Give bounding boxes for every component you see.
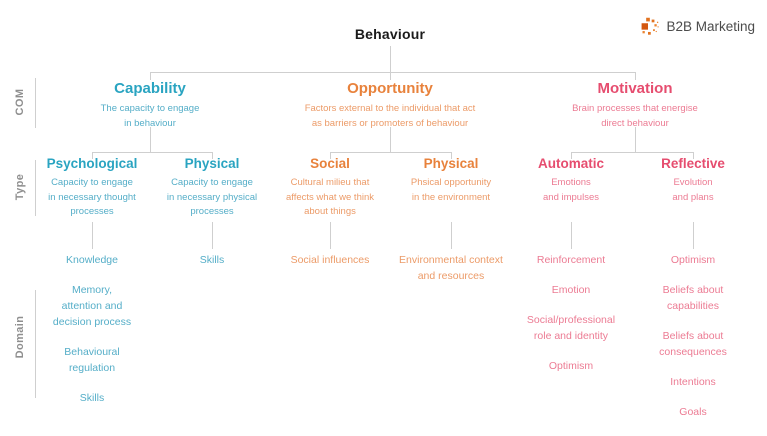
domain-item: Social influences [290,254,370,266]
connector-stub-psychological [92,152,93,159]
domain-col-automatic: Reinforcement Emotion Social/professiona… [511,252,631,374]
connector-physical-opp-down [451,222,452,249]
opportunity-heading: Opportunity [347,80,433,97]
domain-col-social: Social influences [270,252,390,268]
row-label-domain: Domain [14,315,26,359]
domain-item: Memory, attention and decision process [52,284,132,328]
connector-physical-cap-down [212,222,213,249]
connector-reflective-down [693,222,694,249]
connector-stub-motivation [635,72,636,80]
domain-item: Behavioural regulation [64,346,120,374]
domain-item: Optimism [548,360,594,372]
connector-social-down [330,222,331,249]
social-description: Cultural milieu that affects what we thi… [285,177,374,218]
type-block-psychological: Psychological Capacity to engage in nece… [37,156,147,220]
b2b-marketing-logo-text: B2B Marketing [666,18,755,34]
psychological-description: Capacity to engage in necessary thought … [48,177,136,218]
type-block-physical-capability: Physical Capacity to engage in necessary… [157,156,267,220]
physical-opportunity-description: Phsical opportunity in the environment [410,177,492,203]
connector-stub-opportunity [390,72,391,80]
reflective-heading: Reflective [661,156,725,171]
row-label-com: COM [14,88,26,116]
domain-col-physical-opportunity: Environmental context and resources [391,252,511,284]
b2b-marketing-logo: B2B Marketing [637,15,755,37]
connector-behaviour-down [390,46,391,72]
domain-item: Knowledge [66,254,118,266]
type-row-rule [35,160,36,216]
physical-opportunity-heading: Physical [423,156,479,171]
capability-heading: Capability [114,80,186,97]
type-block-reflective: Reflective Evolution and plans [638,156,748,205]
domain-item: Environmental context and resources [399,254,503,282]
com-row-rule [35,78,36,128]
motivation-heading: Motivation [597,80,673,97]
psychological-heading: Psychological [46,156,138,171]
domain-item: Reinforcement [536,254,606,266]
domain-item: Skills [79,392,105,404]
connector-opportunity-split [330,152,452,153]
domain-item: Intentions [670,376,716,388]
connector-stub-social [330,152,331,159]
connector-capability-split [92,152,213,153]
automatic-description: Emotions and impulses [543,177,599,203]
com-block-opportunity: Opportunity Factors external to the indi… [275,80,505,131]
com-block-capability: Capability The capacity to engage in beh… [80,80,220,131]
connector-capability-down [150,127,151,152]
domain-item: Beliefs about consequences [659,330,727,358]
physical-capability-description: Capacity to engage in necessary physical… [166,177,258,218]
connector-com-horizontal [150,72,636,73]
connector-stub-capability [150,72,151,80]
domain-item: Beliefs about capabilities [662,284,724,312]
type-block-automatic: Automatic Emotions and impulses [516,156,626,205]
connector-stub-automatic [571,152,572,159]
dotted-circle-logo-icon [642,17,660,35]
opportunity-description: Factors external to the individual that … [304,103,476,129]
social-heading: Social [310,156,350,171]
connector-psychological-down [92,222,93,249]
domain-item: Emotion [551,284,591,296]
domain-col-reflective: Optimism Beliefs about capabilities Beli… [633,252,753,420]
physical-capability-heading: Physical [184,156,240,171]
type-block-social: Social Cultural milieu that affects what… [275,156,385,220]
domain-item: Goals [679,406,707,418]
behaviour-title: Behaviour [354,26,426,42]
connector-stub-reflective [693,152,694,159]
domain-item: Skills [199,254,225,266]
capability-description: The capacity to engage in behaviour [100,103,200,129]
domain-row-rule [35,290,36,398]
domain-col-psychological: Knowledge Memory, attention and decision… [32,252,152,406]
connector-stub-physical-cap [212,152,213,159]
domain-item: Social/professional role and identity [526,314,616,342]
domain-col-physical-capability: Skills [162,252,262,268]
connector-motivation-down [635,127,636,152]
row-label-type: Type [14,173,26,201]
com-block-motivation: Motivation Brain processes that energise… [540,80,730,131]
type-block-physical-opportunity: Physical Phsical opportunity in the envi… [396,156,506,205]
connector-motivation-split [571,152,694,153]
domain-item: Optimism [670,254,716,266]
motivation-description: Brain processes that energise direct beh… [572,103,698,129]
connector-opportunity-down [390,127,391,152]
automatic-heading: Automatic [537,156,604,171]
connector-automatic-down [571,222,572,249]
reflective-description: Evolution and plans [672,177,714,203]
connector-stub-physical-opp [451,152,452,159]
